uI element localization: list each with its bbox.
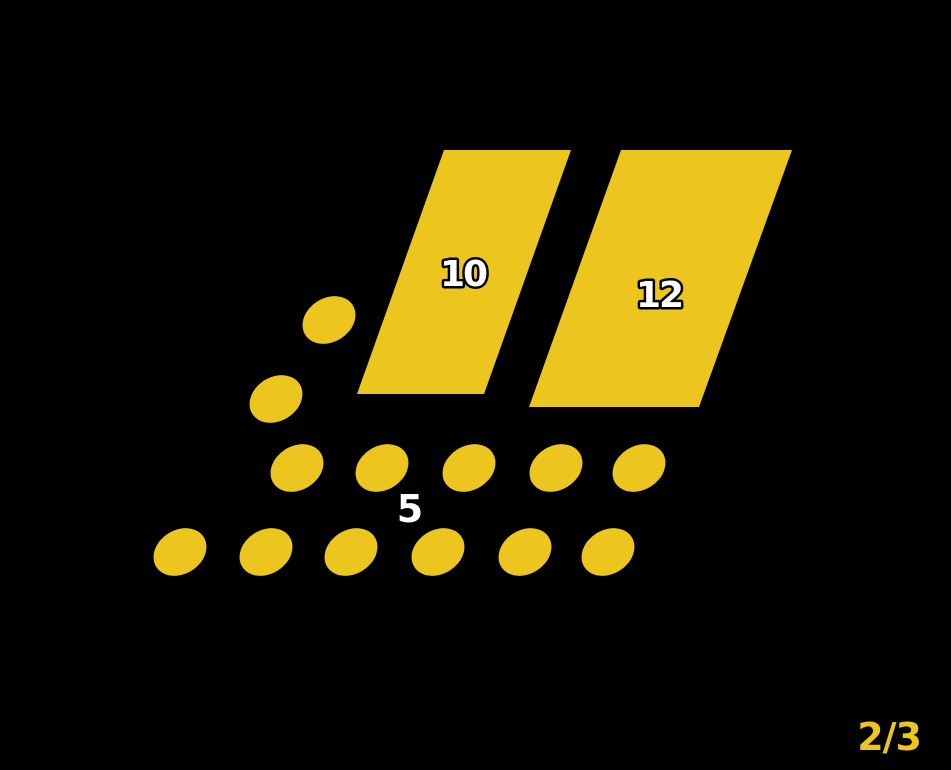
ones-counter[interactable] <box>145 519 216 586</box>
ones-counter[interactable] <box>316 519 387 586</box>
tens-blocks: 10 12 <box>357 150 792 407</box>
ones-counter[interactable] <box>231 519 302 586</box>
ones-counter[interactable] <box>403 519 474 586</box>
ones-counter[interactable] <box>434 435 505 502</box>
ones-counter[interactable] <box>294 287 365 354</box>
ones-counter[interactable] <box>262 435 333 502</box>
ones-counter[interactable] <box>241 366 312 433</box>
ones-counter[interactable] <box>521 435 592 502</box>
tens-block-12-label: 12 <box>636 275 682 316</box>
tens-block-12[interactable] <box>529 150 792 407</box>
page-indicator: 2/3 <box>857 715 922 759</box>
ones-counters <box>145 287 675 586</box>
tens-block-10[interactable] <box>357 150 571 394</box>
tens-block-10-label: 10 <box>440 254 487 295</box>
ones-counter[interactable] <box>347 435 418 502</box>
ones-counter[interactable] <box>490 519 561 586</box>
ones-counter[interactable] <box>604 435 675 502</box>
ones-counter[interactable] <box>573 519 644 586</box>
ones-count-label: 5 <box>397 487 423 531</box>
